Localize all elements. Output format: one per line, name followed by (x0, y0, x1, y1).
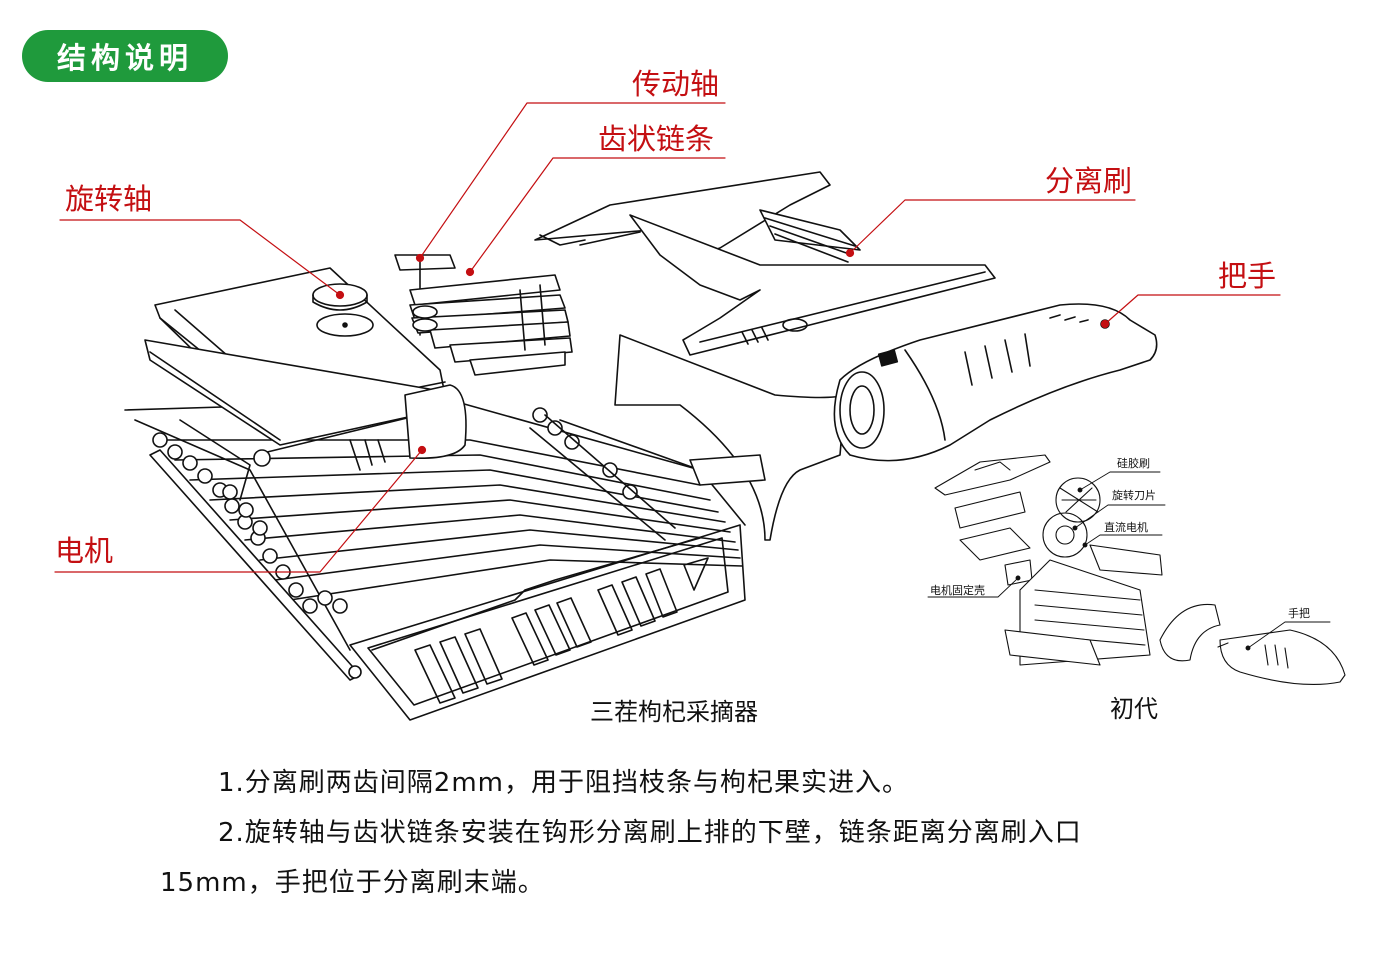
separation-brush-part (534, 171, 996, 541)
label-rotating-blade: 旋转刀片 (1112, 489, 1156, 502)
label-silicone-brush: 硅胶刷 (1117, 457, 1150, 470)
rod-end-caps (152, 407, 638, 614)
rotating-shaft-unit (144, 267, 467, 471)
label-motor-housing: 电机固定壳 (930, 584, 985, 597)
label-grip: 手把 (1288, 607, 1310, 620)
drive-shaft-chain-stack (394, 254, 573, 376)
note-line-3: 15mm，手把位于分离刷末端。 (160, 868, 545, 898)
caption-main-device: 三茬枸杞采摘器 (590, 698, 758, 726)
label-separation-brush: 分离刷 (1045, 164, 1133, 198)
label-rotating-shaft: 旋转轴 (65, 182, 153, 216)
leader-lines (54, 102, 1281, 573)
first-generation-drawing (934, 454, 1346, 685)
label-motor: 电机 (55, 534, 114, 568)
comb-basket-frame (124, 399, 746, 721)
label-toothed-chain: 齿状链条 (598, 122, 715, 156)
note-line-1: 1.分离刷两齿间隔2mm，用于阻挡枝条与枸杞果实进入。 (218, 768, 910, 798)
label-handle: 把手 (1218, 259, 1277, 293)
caption-first-gen: 初代 (1110, 695, 1158, 723)
handle-part (833, 303, 1158, 462)
label-dc-motor: 直流电机 (1104, 521, 1148, 534)
first-gen-leaders (927, 471, 1331, 651)
note-line-2: 2.旋转轴与齿状链条安装在钩形分离刷上排的下壁，链条距离分离刷入口 (218, 818, 1082, 848)
section-title-badge: 结构说明 (22, 30, 228, 82)
label-drive-shaft: 传动轴 (632, 67, 720, 101)
